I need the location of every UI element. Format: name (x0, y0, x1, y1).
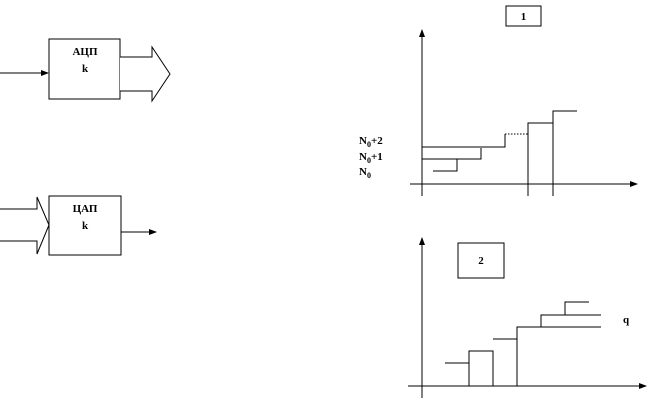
graph-1-label-n0-plus-1: N0+1 (359, 151, 383, 165)
dac-input-bus-arrow (0, 196, 50, 255)
graph-2-step-3 (493, 338, 518, 386)
dac-block-title: ЦАП (73, 203, 98, 215)
graph-1-label-n0: N0 (359, 166, 371, 180)
graph-2: 2 q (408, 237, 647, 398)
adc-block-title: АЦП (72, 46, 98, 58)
graph-1-step-n0 (433, 159, 458, 172)
graph-2-tag: 2 (478, 255, 484, 267)
graph-2-step-5 (540, 314, 601, 327)
graph-2-tag-box (457, 242, 505, 279)
graph-1-tag-box (505, 5, 542, 27)
adc-block-param: k (82, 63, 89, 75)
dac-block (48, 195, 122, 256)
adc-section: АЦП k (0, 38, 171, 103)
graph-1-step-n0-plus-1 (422, 148, 482, 160)
dac-section: ЦАП k (0, 195, 157, 256)
adc-output-bus-arrow (120, 45, 171, 103)
dac-block-param: k (82, 220, 89, 232)
graph-2-step-4 (516, 326, 601, 339)
graph-1-step-n0-plus-2 (422, 134, 506, 148)
graph-1-label-n0-plus-2: N0+2 (359, 135, 383, 149)
graph-1-tag: 1 (521, 11, 527, 23)
graph-2-label-q: q (623, 314, 630, 326)
graph-2-step-2 (468, 350, 494, 386)
graph-2-step-6 (564, 301, 589, 315)
graph-1: 1 N0+2 N0+1 N0 (359, 5, 638, 196)
